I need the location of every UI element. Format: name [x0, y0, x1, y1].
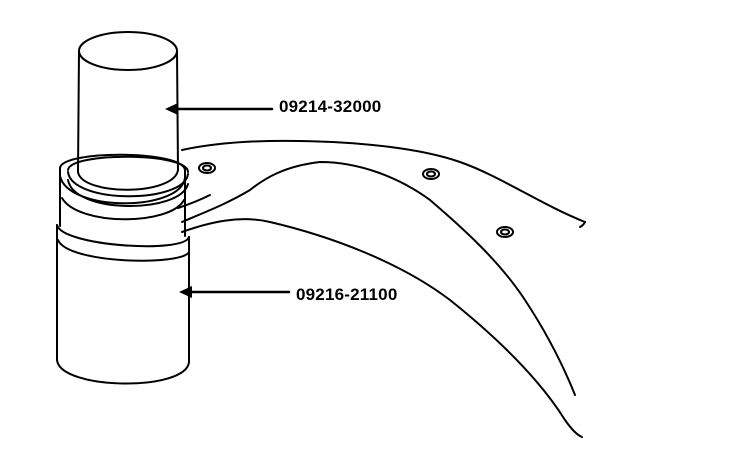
- lower-control-arm: [177, 139, 586, 438]
- callout-arrowheads: [165, 103, 192, 298]
- lower-tool-part-number: 09216-21100: [296, 285, 398, 304]
- callout-leaders: [170, 107, 291, 294]
- lower-tool-cylinder: [56, 153, 190, 385]
- lower-arrowhead: [179, 286, 192, 298]
- upper-tool-cylinder: [67, 31, 189, 207]
- upper-arrowhead: [165, 103, 178, 115]
- arm-holes: [198, 162, 514, 238]
- upper-tool-part-number: 09214-32000: [279, 97, 382, 116]
